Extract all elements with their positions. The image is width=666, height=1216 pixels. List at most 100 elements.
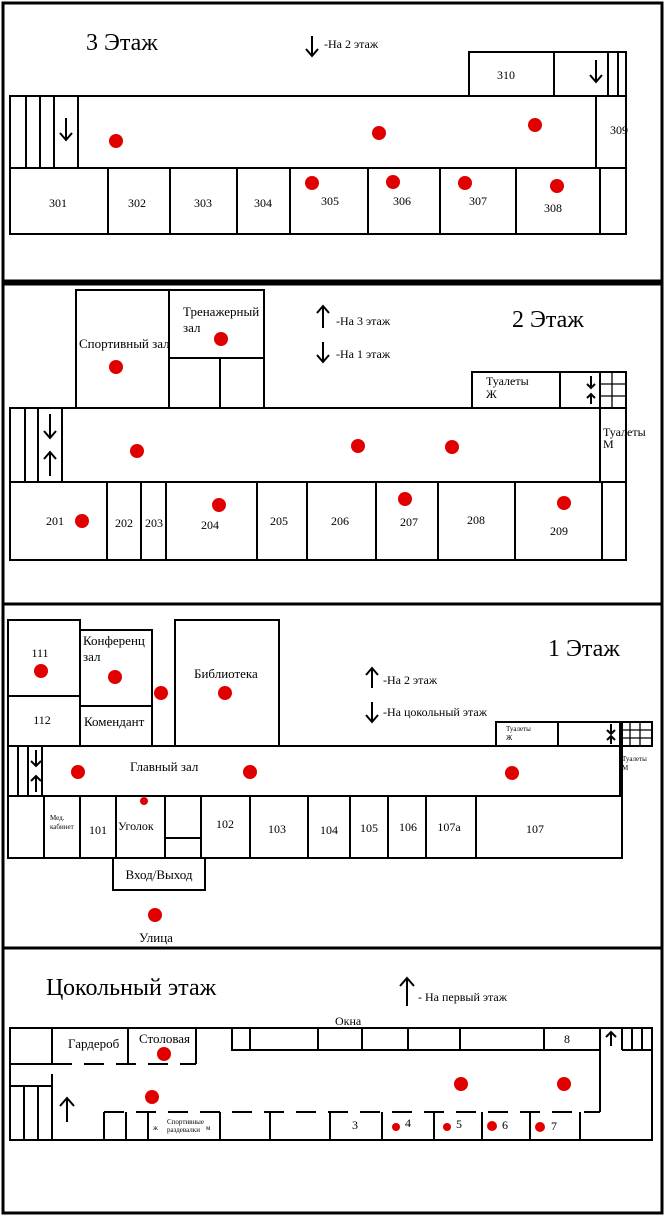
- red-dot-marker: [528, 118, 542, 132]
- locker-f-label: ж: [152, 1124, 158, 1132]
- room-8: 8: [564, 1032, 570, 1046]
- red-dot-marker: [218, 686, 232, 700]
- legend-0-up: - На первый этаж: [418, 990, 508, 1004]
- street-label: Улица: [139, 930, 173, 945]
- room-107: 107: [526, 822, 544, 836]
- room-7: 7: [551, 1119, 557, 1133]
- red-dot-marker: [557, 1077, 571, 1091]
- red-dot-marker: [487, 1121, 497, 1131]
- red-dot-marker: [535, 1122, 545, 1132]
- red-dot-marker: [557, 496, 571, 510]
- room-304: 304: [254, 196, 272, 210]
- red-dot-marker: [505, 766, 519, 780]
- conference-hall-label: Конференц: [83, 633, 145, 648]
- wc-f-letter: Ж: [486, 387, 497, 401]
- red-dot-marker: [154, 686, 168, 700]
- arrow-down-icon: [30, 750, 42, 768]
- panel-floor-0: [1, 946, 664, 1215]
- room-104: 104: [320, 823, 338, 837]
- gym-label-2: зал: [183, 320, 201, 335]
- floor-3-title: 3 Этаж: [86, 30, 158, 56]
- arrow-down-icon: [316, 342, 330, 364]
- gym-label: Тренажерный: [183, 304, 259, 319]
- red-dot-marker: [305, 176, 319, 190]
- wc-m-letter: М: [622, 764, 629, 772]
- room-4: 4: [405, 1116, 411, 1130]
- floor-2-title: 2 Этаж: [512, 307, 584, 333]
- red-dot-marker: [243, 765, 257, 779]
- red-dot-marker: [443, 1123, 451, 1131]
- room-112: 112: [33, 713, 51, 727]
- room-308: 308: [544, 201, 562, 215]
- red-dot-marker: [351, 439, 365, 453]
- room-6: 6: [502, 1118, 508, 1132]
- wc-f-label: Туалеты: [506, 725, 531, 733]
- floor-0-plan: Цокольный этаж - На первый этаж Окна Гар…: [9, 975, 653, 1141]
- sport-hall-label: Спортивный зал: [79, 336, 170, 351]
- room-3: 3: [352, 1118, 358, 1132]
- legend-1-up: -На 2 этаж: [383, 673, 438, 687]
- room-301: 301: [49, 196, 67, 210]
- wc-m-label: Туалеты: [603, 425, 646, 439]
- wc-f-letter: Ж: [506, 734, 513, 742]
- panel-floor-3: [1, 1, 664, 283]
- legend-2-down: -На 1 этаж: [336, 347, 391, 361]
- arrow-down-icon: [589, 60, 603, 84]
- red-dot-marker: [145, 1090, 159, 1104]
- arrow-up-icon: [586, 392, 596, 404]
- room-105: 105: [360, 821, 378, 835]
- arrow-up-icon: [30, 774, 42, 792]
- room-306: 306: [393, 194, 411, 208]
- wc-f-label: Туалеты: [486, 374, 529, 388]
- commandant-label: Комендант: [84, 714, 145, 729]
- med-office-label-2: кабинет: [50, 823, 74, 831]
- entrance-label: Вход/Выход: [125, 867, 192, 882]
- arrow-up-icon: [43, 450, 57, 476]
- legend-3-down: -На 2 этаж: [324, 37, 379, 51]
- room-202: 202: [115, 516, 133, 530]
- arrow-down-icon: [59, 118, 73, 142]
- room-201: 201: [46, 514, 64, 528]
- room-305: 305: [321, 194, 339, 208]
- room-103: 103: [268, 822, 286, 836]
- arrow-down-icon: [606, 724, 616, 736]
- red-dot-marker: [550, 179, 564, 193]
- red-dot-marker: [108, 670, 122, 684]
- red-dot-marker: [454, 1077, 468, 1091]
- red-dot-marker: [109, 360, 123, 374]
- locker-rooms-label-2: раздевалки: [167, 1126, 200, 1134]
- room-209: 209: [550, 524, 568, 538]
- room-208: 208: [467, 513, 485, 527]
- room-107a: 107а: [437, 820, 461, 834]
- wc-m-label: Туалеты: [622, 755, 647, 763]
- room-309: 309: [610, 123, 628, 137]
- legend-1-down: -На цокольный этаж: [383, 705, 488, 719]
- arrow-up-icon: [316, 304, 330, 328]
- floor-2-plan: 2 Этаж -На 3 этаж -На 1 этаж Спортивный …: [9, 289, 646, 561]
- red-dot-marker: [157, 1047, 171, 1061]
- red-dot-marker: [214, 332, 228, 346]
- room-106: 106: [399, 820, 417, 834]
- red-dot-marker: [75, 514, 89, 528]
- room-303: 303: [194, 196, 212, 210]
- corner-label: Уголок: [118, 819, 154, 833]
- library-label: Библиотека: [194, 666, 258, 681]
- room-204: 204: [201, 518, 219, 532]
- windows-label: Окна: [335, 1014, 362, 1028]
- red-dot-marker: [398, 492, 412, 506]
- room-307: 307: [469, 194, 487, 208]
- room-205: 205: [270, 514, 288, 528]
- conference-hall-label-2: зал: [83, 649, 101, 664]
- arrow-down-icon: [43, 414, 57, 440]
- red-dot-marker: [130, 444, 144, 458]
- room-102: 102: [216, 817, 234, 831]
- red-dot-marker: [445, 440, 459, 454]
- red-dot-marker: [458, 176, 472, 190]
- locker-rooms-label: Спортивные: [167, 1118, 204, 1126]
- med-office-label: Мед.: [50, 814, 65, 822]
- room-5: 5: [456, 1117, 462, 1131]
- arrow-up-icon: [365, 666, 379, 688]
- basement-title: Цокольный этаж: [46, 975, 217, 1001]
- floor-1-plan: 1 Этаж -На 2 этаж -На цокольный этаж 111…: [7, 619, 653, 945]
